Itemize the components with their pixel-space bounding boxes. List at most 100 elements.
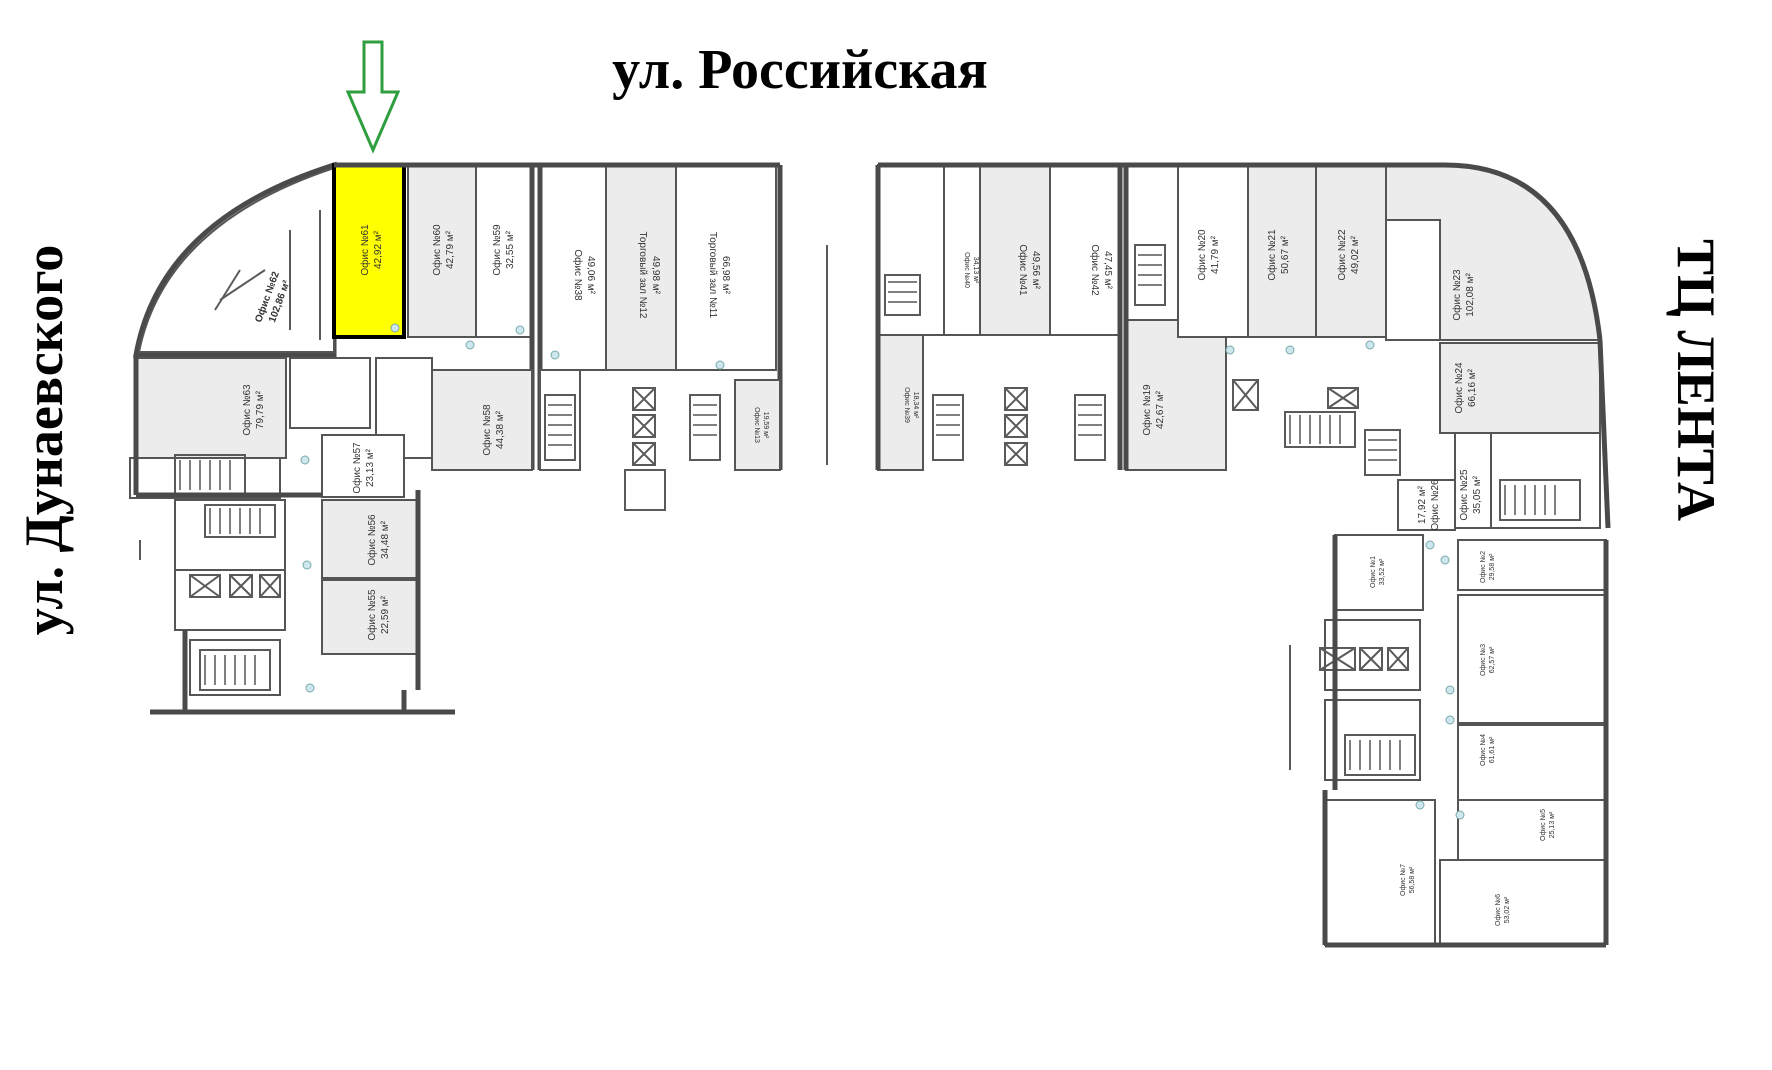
- svg-text:56,58 м²: 56,58 м²: [1409, 866, 1416, 893]
- unit-19-label: Офис №19 42,67 м²: [1141, 384, 1166, 436]
- unit-7-label: Офис №7 56,58 м²: [1400, 864, 1416, 896]
- unit-11-label: Торговый зал №11 66,98 м²: [707, 232, 731, 319]
- svg-text:18,34 м²: 18,34 м²: [912, 392, 919, 419]
- unit-5-label: Офис №5 25,13 м²: [1540, 809, 1556, 841]
- unit-6[interactable]: [1439, 859, 1606, 946]
- stairs-icon: [1074, 394, 1106, 461]
- unit-3[interactable]: [1457, 594, 1607, 724]
- unit-40-label: Офис №40 34,13 м²: [963, 252, 979, 288]
- unit-42-label: Офис №42 47,45 м²: [1089, 244, 1113, 296]
- unit-63[interactable]: [135, 357, 287, 459]
- unit-57[interactable]: [321, 434, 405, 498]
- unit-19[interactable]: [1125, 319, 1227, 471]
- stairs-icon: [1344, 734, 1416, 776]
- unit-59-label: Офис №59 32,55 м²: [491, 224, 516, 276]
- stairs-icon: [199, 649, 271, 691]
- svg-text:47,45 м²: 47,45 м²: [1102, 251, 1113, 290]
- elevator-icon: [632, 387, 656, 466]
- unit-11[interactable]: [675, 164, 777, 371]
- svg-text:Офис №19: Офис №19: [1141, 384, 1153, 436]
- unit-13-label: Офис №13 19,59 м²: [753, 407, 769, 443]
- unit-59[interactable]: [475, 164, 533, 338]
- elevator-icon: [189, 574, 281, 598]
- svg-text:25,13 м²: 25,13 м²: [1549, 811, 1556, 838]
- unit-24[interactable]: [1439, 342, 1601, 434]
- unit-1-label: Офис №1 33,52 м²: [1370, 556, 1386, 588]
- stairs-icon: [544, 394, 576, 461]
- unit-39-label: Офис №39 18,34 м²: [903, 387, 919, 423]
- unit-4-label: Офис №4 61,61 м²: [1480, 734, 1496, 766]
- stairs-icon: [1499, 479, 1581, 521]
- unit-3-label: Офис №3 62,57 м²: [1480, 644, 1496, 676]
- svg-text:Офис №5: Офис №5: [1540, 809, 1547, 841]
- svg-text:53,02 м²: 53,02 м²: [1504, 896, 1511, 923]
- svg-text:Офис №7: Офис №7: [1400, 864, 1407, 896]
- svg-text:Офис №20: Офис №20: [1196, 229, 1208, 281]
- unit-58[interactable]: [431, 369, 533, 471]
- svg-text:Офис №42: Офис №42: [1089, 244, 1101, 296]
- unit-58-label: Офис №58 44,38 м²: [481, 404, 506, 456]
- unit-56[interactable]: [321, 499, 419, 579]
- svg-text:Офис №4: Офис №4: [1480, 734, 1487, 766]
- unit-12-label: Торговый зал №12 49,98 м²: [637, 232, 661, 319]
- unit-1[interactable]: [1334, 534, 1424, 611]
- unit-60-label: Офис №60 42,79 м²: [431, 224, 456, 276]
- unit-62[interactable]: [137, 166, 335, 353]
- svg-text:42,92 м²: 42,92 м²: [373, 230, 384, 269]
- unit-56-label: Офис №56 34,48 м²: [366, 514, 391, 566]
- unit-41-label: Офис №41 49,56 м²: [1017, 244, 1041, 296]
- svg-text:Офис №38: Офис №38: [572, 249, 584, 301]
- unit-23-label: Офис №23 102,08 м²: [1451, 269, 1476, 321]
- unit-5[interactable]: [1457, 799, 1607, 861]
- left-wing: [129, 161, 783, 715]
- svg-text:49,06 м²: 49,06 м²: [585, 256, 596, 295]
- elevator-icon: [1004, 387, 1028, 466]
- svg-text:Офис №59: Офис №59: [491, 224, 503, 276]
- unit-21[interactable]: [1247, 164, 1317, 338]
- street-label-north: ул. Российская: [612, 39, 988, 101]
- svg-text:Офис №56: Офис №56: [366, 514, 378, 566]
- unit-13[interactable]: [734, 379, 781, 471]
- svg-text:Офис №25: Офис №25: [1458, 469, 1470, 521]
- unit-2[interactable]: [1457, 539, 1607, 591]
- unit-61-label: Офис №61 42,92 м²: [359, 224, 384, 276]
- svg-text:22,59 м²: 22,59 м²: [380, 595, 391, 634]
- svg-text:49,98 м²: 49,98 м²: [650, 256, 661, 295]
- svg-text:62,57 м²: 62,57 м²: [1489, 646, 1496, 673]
- plumbing-fixtures: [300, 323, 1465, 820]
- unit-60[interactable]: [407, 164, 477, 338]
- unit-26[interactable]: [1397, 479, 1456, 531]
- svg-text:Офис №21: Офис №21: [1266, 229, 1278, 281]
- svg-text:17,92 м²: 17,92 м²: [1417, 485, 1428, 524]
- svg-text:32,55 м²: 32,55 м²: [505, 230, 516, 269]
- svg-text:34,13 м²: 34,13 м²: [972, 257, 979, 284]
- svg-text:Офис №39: Офис №39: [903, 387, 910, 423]
- unit-22[interactable]: [1315, 164, 1387, 338]
- unit-38-label: Офис №38 49,06 м²: [572, 249, 596, 301]
- unit-55-label: Офис №55 22,59 м²: [366, 589, 391, 641]
- unit-55[interactable]: [321, 579, 419, 655]
- unit-7[interactable]: [1324, 799, 1436, 946]
- unit-22-label: Офис №22 49,02 м²: [1336, 229, 1361, 281]
- svg-text:42,79 м²: 42,79 м²: [445, 230, 456, 269]
- svg-text:102,08 м²: 102,08 м²: [1465, 273, 1476, 317]
- svg-text:Офис №58: Офис №58: [481, 404, 493, 456]
- svg-text:33,52 м²: 33,52 м²: [1379, 558, 1386, 585]
- svg-text:61,61 м²: 61,61 м²: [1489, 736, 1496, 763]
- elevator-icon: [1232, 379, 1359, 411]
- unit-40[interactable]: [943, 164, 981, 336]
- location-arrow-icon: [345, 40, 401, 154]
- stairs-icon: [1364, 429, 1401, 476]
- unit-57-label: Офис №57 23,13 м²: [351, 442, 376, 494]
- stairs-icon: [689, 394, 721, 461]
- unit-21-label: Офис №21 50,67 м²: [1266, 229, 1291, 281]
- svg-text:23,13 м²: 23,13 м²: [365, 448, 376, 487]
- svg-text:44,38 м²: 44,38 м²: [495, 410, 506, 449]
- unit-12[interactable]: [605, 164, 677, 371]
- svg-text:Офис №3: Офис №3: [1480, 644, 1487, 676]
- svg-text:50,67 м²: 50,67 м²: [1280, 235, 1291, 274]
- svg-text:Офис №61: Офис №61: [359, 224, 371, 276]
- svg-text:79,79 м²: 79,79 м²: [255, 390, 266, 429]
- svg-text:49,02 м²: 49,02 м²: [1350, 235, 1361, 274]
